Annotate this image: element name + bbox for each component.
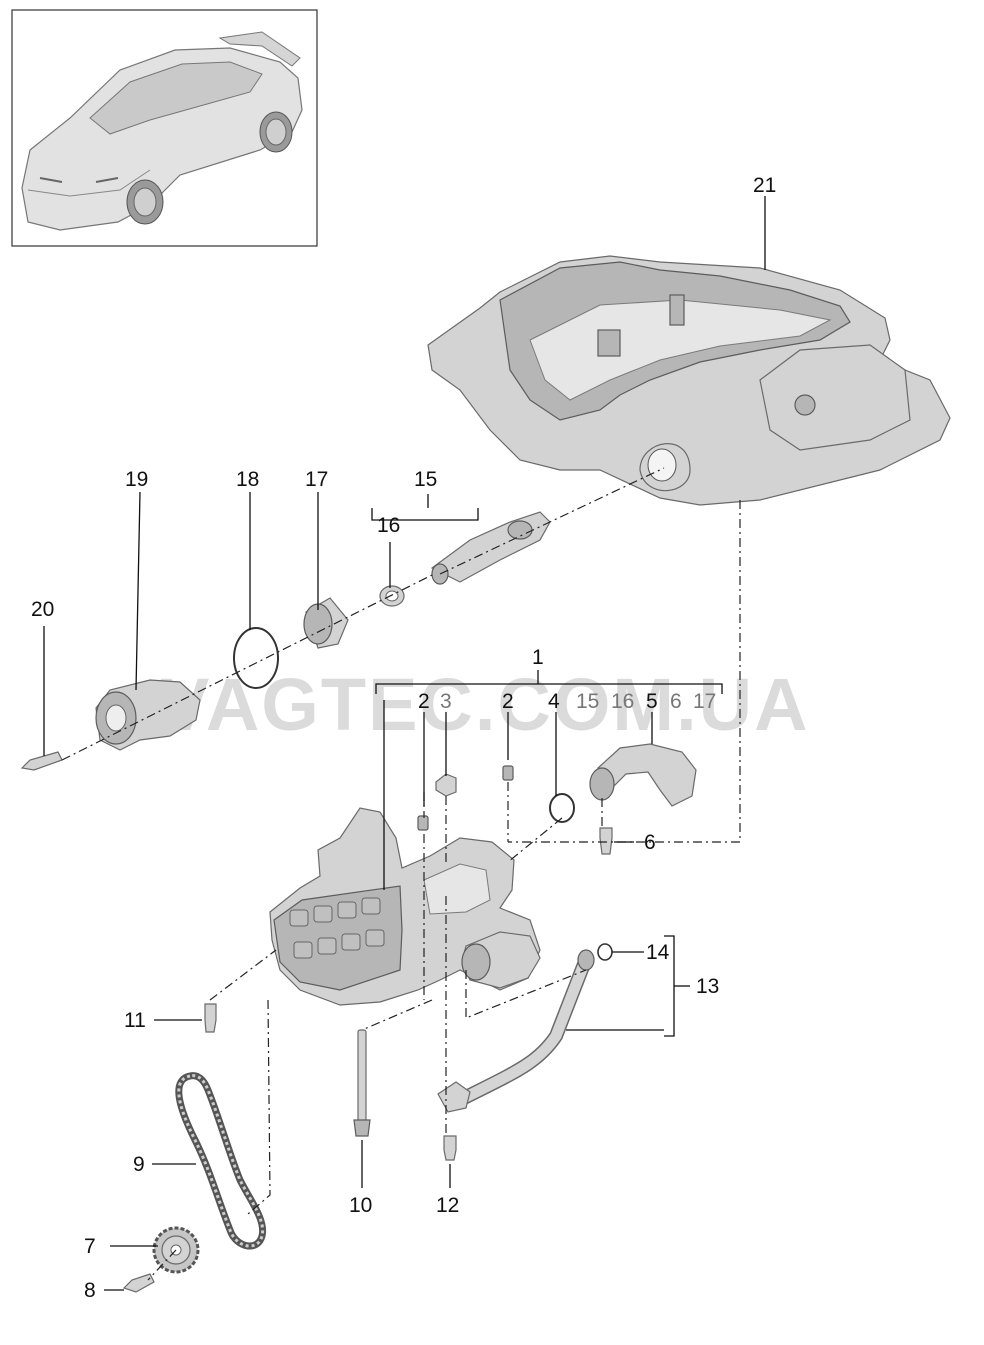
bolt-part-12 xyxy=(443,1135,457,1161)
callout-12: 12 xyxy=(436,1194,459,1217)
callout-17: 17 xyxy=(305,468,328,491)
callout-13: 13 xyxy=(696,975,719,998)
callout-16-sub: 16 xyxy=(611,690,634,713)
pipe-elbow-part-5 xyxy=(589,743,697,807)
callout-3: 3 xyxy=(440,690,452,713)
screw-part-6 xyxy=(599,827,613,855)
callout-6-sub: 6 xyxy=(670,690,682,713)
o-ring-part-4 xyxy=(549,793,575,823)
oil-pan-part-21 xyxy=(427,255,951,506)
callout-11: 11 xyxy=(124,1009,146,1032)
plug-part-2-right xyxy=(502,765,514,781)
seal-part-17 xyxy=(303,597,349,649)
valve-part-15 xyxy=(430,511,551,585)
bolt-part-20 xyxy=(20,751,63,771)
cover-part-19 xyxy=(95,679,201,751)
bolt-part-11 xyxy=(204,1003,217,1033)
callout-18: 18 xyxy=(236,468,259,491)
callout-7: 7 xyxy=(84,1235,96,1258)
watermark-text: VAGTEC.COM.UA xyxy=(160,663,810,746)
callout-20: 20 xyxy=(31,598,54,621)
callout-2-left: 2 xyxy=(418,690,430,713)
callout-labels: 21 15 16 17 18 19 20 1 2 3 2 4 15 16 5 6… xyxy=(31,174,776,1302)
callout-4: 4 xyxy=(548,690,560,713)
callout-16: 16 xyxy=(377,514,400,537)
nut-part-3 xyxy=(435,773,457,797)
vehicle-thumbnail xyxy=(11,9,318,247)
plug-part-2-left xyxy=(417,815,429,831)
callout-21: 21 xyxy=(753,174,776,197)
callout-15: 15 xyxy=(414,468,437,491)
oil-pump-part-1 xyxy=(269,807,541,1006)
ring-part-16 xyxy=(379,585,405,607)
bolt-part-8 xyxy=(122,1273,155,1293)
chain-part-9 xyxy=(175,1072,267,1250)
callout-5: 5 xyxy=(646,690,658,713)
o-ring-part-18 xyxy=(233,627,279,689)
callout-1: 1 xyxy=(532,646,544,669)
callout-8: 8 xyxy=(84,1279,96,1302)
callout-2-right: 2 xyxy=(502,690,514,713)
callout-6: 6 xyxy=(644,831,656,854)
callout-17-sub: 17 xyxy=(693,690,716,713)
callout-14: 14 xyxy=(646,941,670,964)
callout-15-sub: 15 xyxy=(576,690,599,713)
callout-10: 10 xyxy=(349,1194,372,1217)
long-bolt-part-10 xyxy=(353,1029,371,1137)
assembly-lines xyxy=(61,467,741,1281)
leader-lines xyxy=(43,196,766,1291)
o-ring-part-14 xyxy=(597,943,613,961)
callout-9: 9 xyxy=(133,1153,145,1176)
callout-19: 19 xyxy=(125,468,148,491)
car-illustration xyxy=(21,31,303,231)
